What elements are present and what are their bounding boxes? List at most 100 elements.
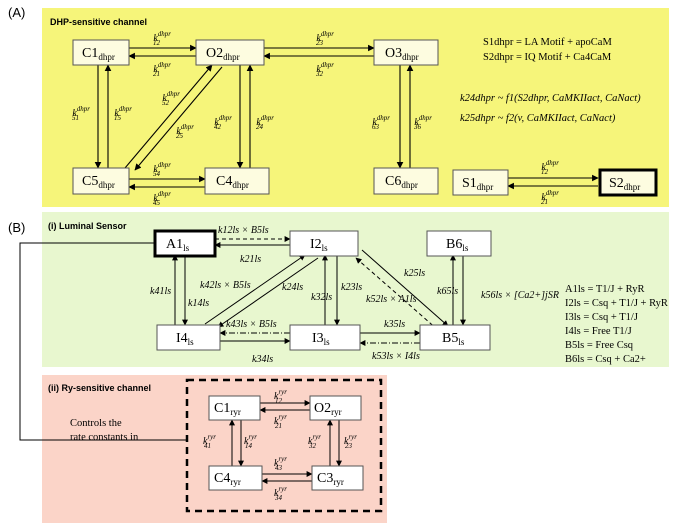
node-subscript: dhpr: [98, 52, 115, 62]
panel-a-node-o3: O3dhpr: [373, 39, 439, 66]
node-subscript: ryr: [333, 477, 344, 487]
node-label: C1: [82, 46, 98, 61]
node-subscript: dhpr: [223, 52, 240, 62]
edge-i2-i4: [217, 257, 319, 328]
legend-b6: B6ls = Csq + Ca2+: [565, 354, 646, 365]
node-subscript: ls: [183, 243, 190, 253]
panel-b-i-rate-labels: k12ls × B5ls k21ls k41ls k14ls k42ls × B…: [150, 225, 559, 365]
node-subscript: dhpr: [402, 52, 419, 62]
legend-i2: I2ls = Csq + T1/J + RyR: [565, 298, 668, 309]
svg-text:I2ls: I2ls: [310, 237, 328, 253]
panel-b-node-ryr-o2: O2ryr: [309, 395, 362, 421]
panel-a-node-o2: O2dhpr: [195, 39, 265, 66]
panel-b-i-legend: A1ls = T1/J + RyR I2ls = Csq + T1/J + Ry…: [565, 284, 668, 365]
rate-ls-k52: k52ls × A1ls: [366, 294, 417, 305]
function-k25: k25dhpr ~ f2(v, CaMKIIact, CaNact): [460, 113, 616, 124]
node-label: C1: [214, 401, 230, 416]
rate-ls-k14: k14ls: [188, 298, 209, 309]
svg-text:I4ls: I4ls: [176, 331, 194, 347]
node-label: C4: [214, 471, 230, 486]
svg-text:B6ls: B6ls: [446, 237, 469, 253]
rate-ls-k21: k21ls: [240, 254, 261, 265]
node-subscript: ryr: [230, 407, 241, 417]
node-label: I2: [310, 237, 322, 252]
svg-text:C3ryr: C3ryr: [317, 471, 344, 487]
panel-b-node-i3: I3ls: [289, 324, 361, 351]
node-subscript: ls: [322, 243, 329, 253]
node-label: C6: [385, 174, 401, 189]
node-label: S2: [609, 176, 624, 191]
rate-ls-k32: k32ls: [311, 292, 332, 303]
rate-ls-k42: k42ls × B5ls: [200, 280, 251, 291]
panel-a-marker: (A): [8, 5, 25, 20]
ryr-dashed-frame: [185, 378, 383, 513]
svg-text:C4ryr: C4ryr: [214, 471, 241, 487]
edge-c5-o2: [124, 64, 213, 169]
node-subscript: ls: [458, 337, 465, 347]
svg-text:C4dhpr: C4dhpr: [216, 174, 249, 190]
node-subscript: dhpr: [477, 182, 494, 192]
node-subscript: ryr: [331, 407, 342, 417]
svg-text:C6dhpr: C6dhpr: [385, 174, 418, 190]
rate-ls-k12: k12ls × B5ls: [218, 225, 269, 236]
node-label: I3: [312, 331, 324, 346]
panel-a-edges: [94, 44, 599, 191]
panel-b-i-title: (i) Luminal Sensor: [48, 221, 127, 231]
svg-text:S2dhpr: S2dhpr: [609, 176, 640, 192]
node-subscript: dhpr: [232, 180, 249, 190]
svg-text:O3dhpr: O3dhpr: [385, 46, 419, 62]
panel-a-node-c4: C4dhpr: [204, 167, 270, 195]
node-label: C3: [317, 471, 333, 486]
panel-b-node-ryr-c1: C1ryr: [208, 395, 261, 421]
panel-b-marker: (B): [8, 220, 25, 235]
legend-a1: A1ls = T1/J + RyR: [565, 284, 645, 295]
node-label: O2: [206, 46, 223, 61]
svg-text:O2ryr: O2ryr: [314, 401, 342, 417]
control-connector-line: [19, 242, 187, 441]
definition-s2: S2dhpr = IQ Motif + Ca4CaM: [483, 52, 612, 63]
panel-a-node-c6: C6dhpr: [373, 167, 439, 195]
rate-ls-k65: k65ls: [437, 286, 458, 297]
definition-s1: S1dhpr = LA Motif + apoCaM: [483, 37, 612, 48]
panel-b-ii-edges: [229, 400, 342, 484]
svg-text:I3ls: I3ls: [312, 331, 330, 347]
node-subscript: dhpr: [401, 180, 418, 190]
node-label: C4: [216, 174, 232, 189]
rate-ls-k25: k25ls: [404, 268, 425, 279]
svg-text:C5dhpr: C5dhpr: [82, 174, 115, 190]
rate-ls-k34: k34ls: [252, 354, 273, 365]
panel-b-ii-title: (ii) Ry-sensitive channel: [48, 383, 151, 393]
node-label: B5: [442, 331, 458, 346]
node-subscript: ryr: [230, 477, 241, 487]
node-subscript: dhpr: [624, 182, 641, 192]
panel-b-node-i2: I2ls: [289, 230, 359, 257]
svg-text:C1dhpr: C1dhpr: [82, 46, 115, 62]
edge-i2-b5: [361, 249, 449, 327]
legend-i3: I3ls = Csq + T1/J: [565, 312, 638, 323]
panel-b-node-i4: I4ls: [156, 324, 221, 351]
panel-a-title: DHP-sensitive channel: [50, 17, 147, 27]
panel-b-i-edges: [172, 236, 466, 346]
node-label: O3: [385, 46, 402, 61]
rate-ls-k35: k35ls: [384, 319, 405, 330]
panel-b-node-ryr-c3: C3ryr: [311, 465, 364, 491]
panel-b-node-ryr-c4: C4ryr: [208, 465, 263, 491]
rate-ls-k24: k24ls: [282, 282, 303, 293]
node-subscript: dhpr: [98, 180, 115, 190]
panel-a-node-s1: S1dhpr: [452, 169, 509, 196]
control-note-line2: rate constants in: [70, 432, 139, 443]
node-subscript: ls: [188, 337, 195, 347]
node-label: C5: [82, 174, 98, 189]
